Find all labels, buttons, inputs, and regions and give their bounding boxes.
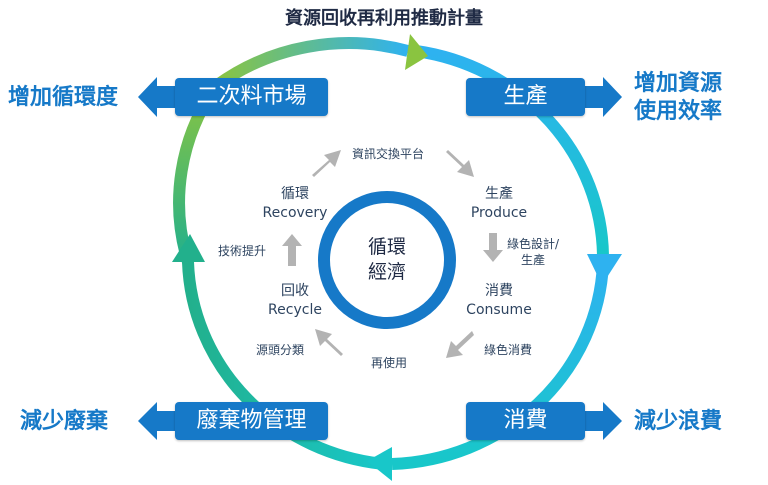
side-arrow-bottom-left [138, 402, 175, 440]
label-reuse: 再使用 [371, 356, 408, 370]
ring-arc-top-right [415, 45, 609, 257]
side-arrow-top-left [138, 77, 175, 117]
node-recycle: 回收 Recycle [250, 282, 340, 320]
ring-arrowhead-left [172, 234, 205, 262]
center-ring [318, 191, 456, 329]
label-green-design-line2: 生產 [521, 253, 546, 267]
node-consume: 消費 Consume [454, 282, 544, 320]
node-recovery-en: Recovery [262, 205, 328, 221]
ring-arc-top [212, 37, 410, 91]
inner-arrow-left-up [282, 234, 302, 266]
inner-arrow-right-down [483, 233, 503, 262]
center-label-line1: 循環 [367, 236, 406, 258]
side-arrow-top-right [585, 77, 622, 117]
label-green-design-line1: 綠色設計/ [507, 237, 560, 251]
side-arrow-bottom-right [585, 402, 622, 440]
label-tech-upgrade: 技術提升 [218, 244, 267, 258]
node-recycle-en: Recycle [268, 302, 322, 318]
label-green-design: 綠色設計/ 生產 [507, 236, 559, 268]
ring-arc-bottom-left [182, 261, 385, 470]
box-consumption: 消費 [466, 402, 585, 440]
label-source-sorting: 源頭分類 [256, 343, 305, 357]
ring-arrowhead-top [405, 34, 428, 70]
inner-arrow-bottom-left [315, 329, 343, 356]
box-production: 生產 [466, 78, 585, 116]
ring-arrowhead-right [587, 254, 622, 285]
center-label: 循環 經濟 [347, 235, 427, 285]
node-recovery: 循環 Recovery [250, 185, 340, 223]
node-produce: 生產 Produce [454, 185, 544, 223]
label-reduce-waste: 減少廢棄 [20, 409, 109, 434]
inner-arrow-top-left [312, 150, 341, 177]
label-increase-efficiency-line2: 使用效率 [634, 99, 723, 124]
label-reduce-wastefulness: 減少浪費 [634, 409, 723, 434]
inner-arrow-bottom-right [446, 331, 474, 358]
node-consume-zh: 消費 [485, 283, 513, 299]
box-secondary-material-market: 二次料市場 [175, 78, 328, 116]
node-produce-zh: 生產 [485, 186, 513, 202]
ring-arrowhead-bottom [367, 447, 392, 481]
inner-arrow-top-right [446, 150, 474, 177]
box-waste-management: 廢棄物管理 [175, 402, 328, 440]
node-consume-en: Consume [466, 302, 532, 318]
label-info-exchange-platform: 資訊交換平台 [352, 147, 425, 161]
center-label-line2: 經濟 [367, 261, 406, 283]
node-recycle-zh: 回收 [281, 283, 309, 299]
label-increase-efficiency-line1: 增加資源 [634, 71, 723, 96]
node-produce-en: Produce [470, 205, 528, 221]
node-recovery-zh: 循環 [281, 186, 309, 202]
label-green-consumption: 綠色消費 [484, 343, 533, 357]
diagram-title: 資源回收再利用推動計畫 [285, 8, 483, 29]
label-increase-circularity: 增加循環度 [8, 85, 119, 110]
